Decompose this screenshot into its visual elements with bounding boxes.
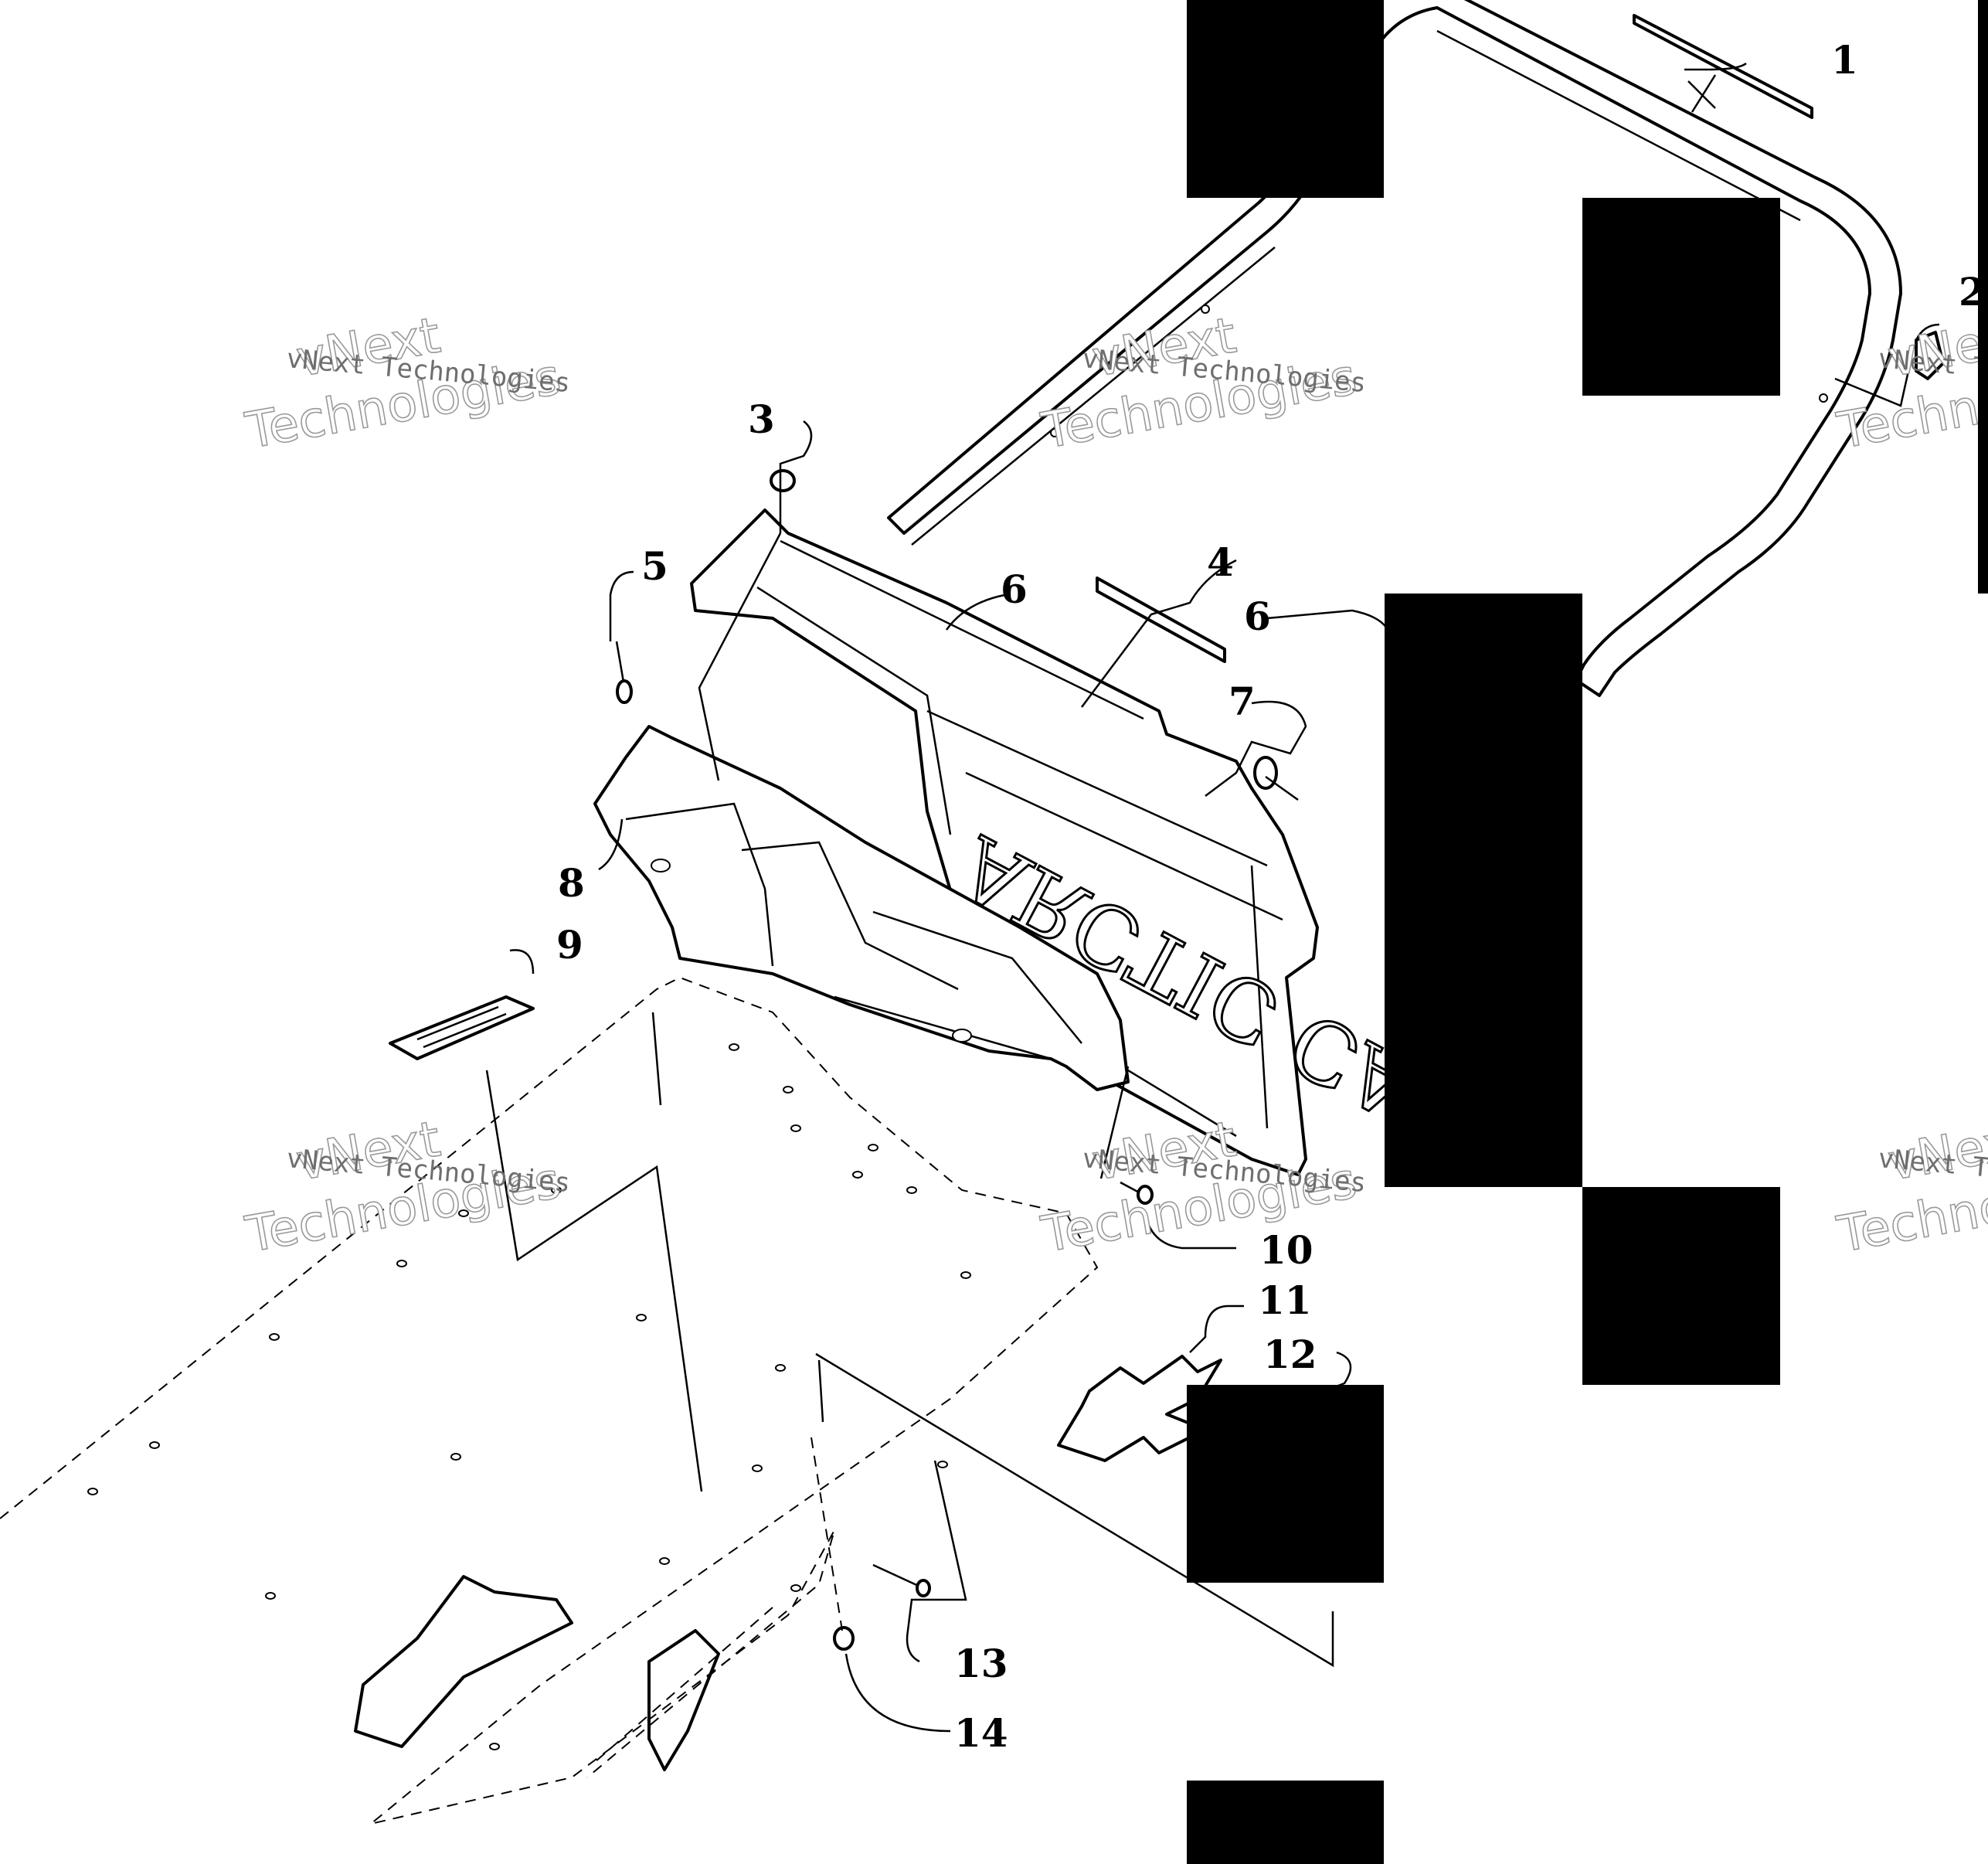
callout-6-top: 3 <box>748 396 775 442</box>
decal-label-part-13 <box>389 995 535 1060</box>
glove-box-part-9 <box>593 725 1130 1091</box>
callout-14: 7 <box>1228 679 1256 724</box>
redaction-block <box>1187 1385 1384 1583</box>
decal-part-2 <box>1096 577 1226 663</box>
roll-bar <box>887 0 1902 697</box>
redaction-block <box>1187 0 1384 198</box>
bracket-part-10-11 <box>1057 1355 1222 1462</box>
screw-part-6-bottom <box>833 1626 855 1651</box>
frame-hole-icon <box>1201 304 1210 314</box>
redaction-block <box>1582 198 1780 396</box>
reference-holes <box>87 1043 971 1750</box>
screw-part-12 <box>1120 1181 1154 1205</box>
callout-2: 4 <box>1207 539 1234 585</box>
push-pin-part-14 <box>1253 756 1299 801</box>
callout-13: 9 <box>556 922 583 968</box>
redaction-block <box>1187 1781 1384 1864</box>
callout-11: 12 <box>1263 1332 1317 1377</box>
callout-1: 6 <box>1244 594 1271 639</box>
reference-outline <box>0 976 1099 1825</box>
redaction-block <box>1582 1187 1780 1385</box>
callout-3: 1 <box>1831 37 1858 83</box>
redaction-block <box>1385 594 1582 1187</box>
callout-8: 5 <box>641 543 668 589</box>
redaction-blocks <box>1187 0 1988 1864</box>
clip-part-4 <box>1915 331 1945 380</box>
rivet-part-8 <box>615 641 633 704</box>
floor-bracket-assembly <box>354 1575 720 1771</box>
glove-box-hole-icon <box>952 1029 972 1043</box>
screw-part-6-top <box>770 469 796 492</box>
glove-box-hole-icon <box>651 859 671 872</box>
frame-hole-icon <box>1050 428 1059 437</box>
callouts: 1 2 3 4 5 6 6 7 8 9 10 11 12 13 14 <box>556 37 1986 1756</box>
redaction-edge-bar <box>1978 0 1988 594</box>
callout-6-bottom: 14 <box>954 1710 1008 1756</box>
frame-hole-icon <box>1819 393 1828 403</box>
callout-12: 10 <box>1259 1227 1313 1273</box>
callout-5: 13 <box>954 1641 1008 1686</box>
callout-10: 11 <box>1258 1277 1312 1323</box>
callout-9: 8 <box>558 860 585 906</box>
callout-7: 6 <box>1001 566 1028 612</box>
trim-strip-part-3 <box>1633 14 1813 119</box>
rivet-part-5 <box>872 1563 931 1597</box>
